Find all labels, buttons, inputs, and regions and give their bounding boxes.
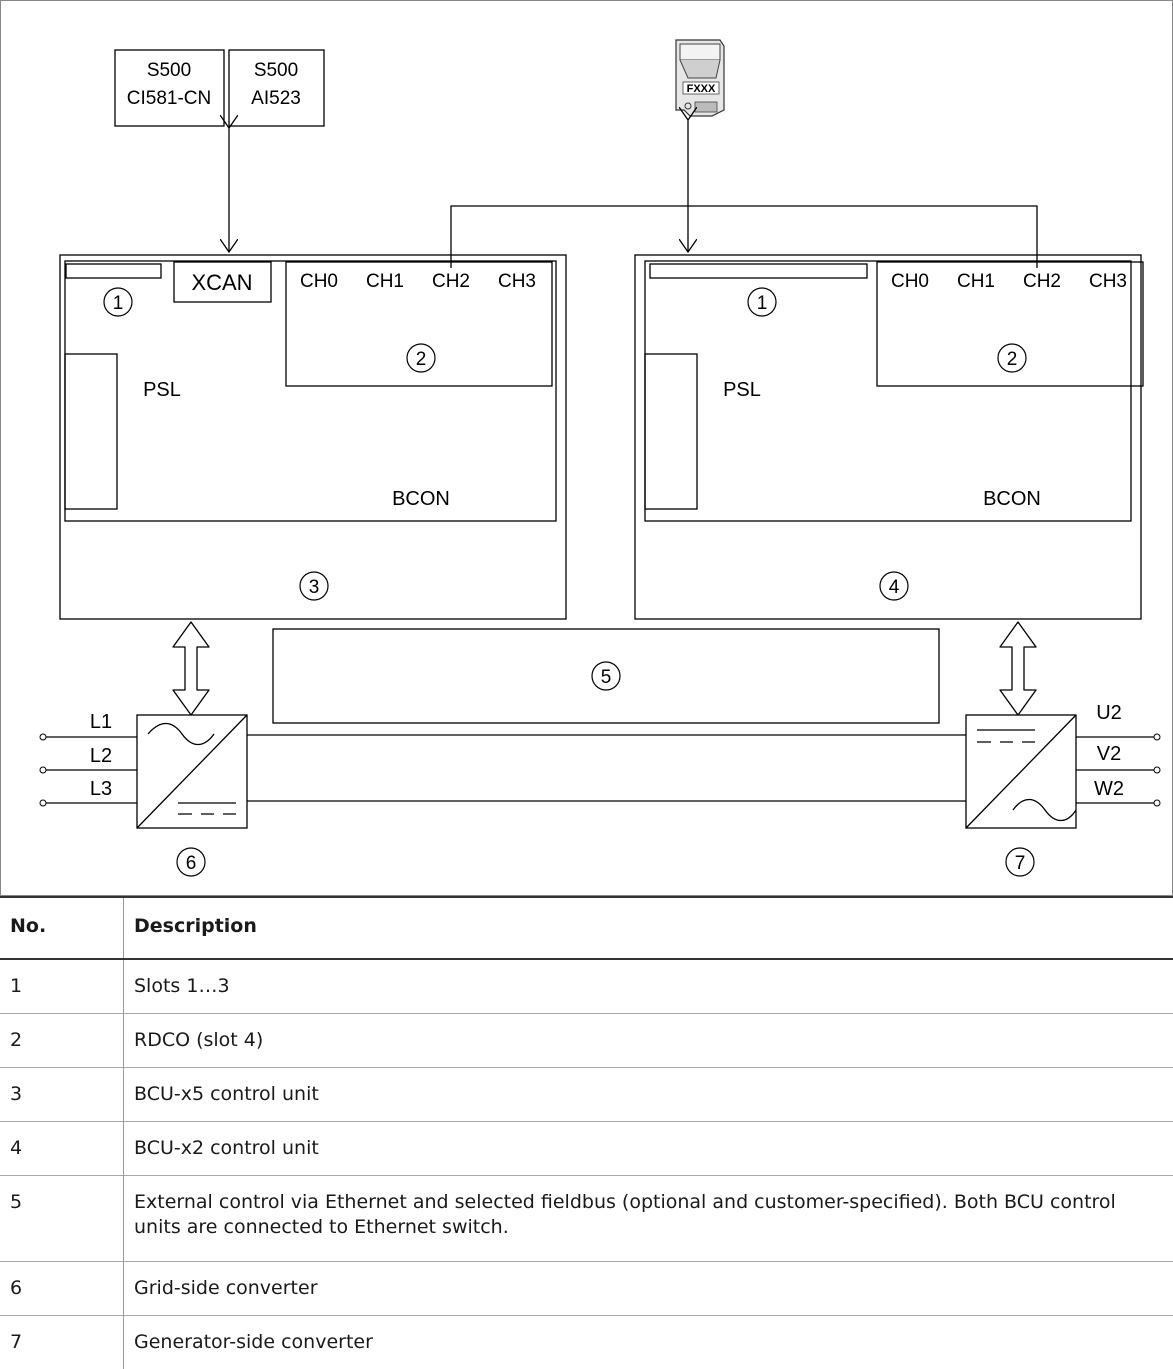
s500-module-ai523: S500 AI523 bbox=[229, 50, 324, 126]
phase-label: L2 bbox=[90, 745, 112, 767]
row-description: RDCO (slot 4) bbox=[124, 1013, 1173, 1067]
phase-label: V2 bbox=[1097, 743, 1121, 765]
column-header-no: No. bbox=[0, 897, 124, 959]
svg-text:3: 3 bbox=[309, 577, 320, 598]
channel-label: CH2 bbox=[1023, 271, 1061, 292]
phase-label: L1 bbox=[90, 711, 112, 733]
svg-text:7: 7 bbox=[1015, 853, 1026, 874]
callout-6: 6 bbox=[177, 848, 205, 876]
callout-2-left: 2 bbox=[407, 344, 435, 372]
callout-1-left: 1 bbox=[104, 288, 132, 316]
row-number: 4 bbox=[0, 1121, 124, 1175]
channel-label: CH3 bbox=[498, 271, 536, 292]
slots-bar bbox=[650, 264, 867, 278]
ac-symbol-icon bbox=[148, 724, 214, 745]
psl-label: PSL bbox=[143, 379, 181, 401]
channel-label: CH3 bbox=[1089, 271, 1127, 292]
generator-phase-lines: U2 V2 W2 bbox=[1076, 702, 1160, 806]
psl-label: PSL bbox=[723, 379, 761, 401]
psl-box bbox=[645, 354, 697, 509]
channel-label: CH1 bbox=[957, 271, 995, 292]
generator-side-converter bbox=[966, 715, 1076, 828]
svg-text:2: 2 bbox=[416, 349, 427, 370]
module-line2: AI523 bbox=[251, 88, 301, 109]
row-number: 3 bbox=[0, 1067, 124, 1121]
left-unit-converter-arrow bbox=[173, 622, 209, 715]
row-description: Slots 1…3 bbox=[124, 959, 1173, 1013]
ch2-link-line bbox=[451, 206, 1037, 268]
psl-box bbox=[65, 354, 117, 509]
grid-side-converter bbox=[137, 715, 247, 828]
row-description: BCU-x5 control unit bbox=[124, 1067, 1173, 1121]
channel-label: CH0 bbox=[300, 271, 338, 292]
row-number: 2 bbox=[0, 1013, 124, 1067]
svg-text:4: 4 bbox=[889, 577, 900, 598]
fieldbus-adapter-icon: FXXX bbox=[676, 40, 724, 116]
adapter-label: FXXX bbox=[687, 83, 716, 95]
module-line1: S500 bbox=[254, 60, 298, 81]
table-row: 2 RDCO (slot 4) bbox=[0, 1013, 1173, 1067]
s500-module-ci581: S500 CI581-CN bbox=[115, 50, 224, 126]
module-line1: S500 bbox=[147, 60, 191, 81]
svg-text:1: 1 bbox=[757, 293, 768, 314]
figure-frame bbox=[1, 1, 1173, 896]
row-number: 6 bbox=[0, 1261, 124, 1315]
table-row: 3 BCU-x5 control unit bbox=[0, 1067, 1173, 1121]
table-row: 5 External control via Ethernet and sele… bbox=[0, 1175, 1173, 1261]
phase-label: L3 bbox=[90, 778, 112, 800]
right-unit-converter-arrow bbox=[1000, 622, 1036, 715]
table-header-row: No. Description bbox=[0, 897, 1173, 959]
callout-5: 5 bbox=[592, 662, 620, 690]
ac-symbol-icon bbox=[1013, 800, 1076, 821]
svg-text:2: 2 bbox=[1007, 349, 1018, 370]
row-description: External control via Ethernet and select… bbox=[124, 1175, 1173, 1261]
phase-label: U2 bbox=[1096, 702, 1122, 724]
row-description: Grid-side converter bbox=[124, 1261, 1173, 1315]
svg-text:1: 1 bbox=[113, 293, 124, 314]
callout-3: 3 bbox=[300, 572, 328, 600]
channel-label: CH1 bbox=[366, 271, 404, 292]
callout-4: 4 bbox=[880, 572, 908, 600]
control-unit-left: XCAN CH0 CH1 CH2 CH3 PSL BCON bbox=[60, 255, 566, 619]
callout-2-right: 2 bbox=[998, 344, 1026, 372]
callout-1-right: 1 bbox=[748, 288, 776, 316]
column-header-description: Description bbox=[124, 897, 1173, 959]
channel-label: CH2 bbox=[432, 271, 470, 292]
xcan-label: XCAN bbox=[191, 270, 252, 295]
phase-label: W2 bbox=[1094, 778, 1124, 800]
channel-label: CH0 bbox=[891, 271, 929, 292]
row-description: BCU-x2 control unit bbox=[124, 1121, 1173, 1175]
row-number: 1 bbox=[0, 959, 124, 1013]
system-diagram: S500 CI581-CN S500 AI523 FXXX XCAN CH0 C… bbox=[0, 0, 1173, 896]
svg-text:6: 6 bbox=[186, 853, 197, 874]
table-row: 6 Grid-side converter bbox=[0, 1261, 1173, 1315]
grid-phase-lines: L1 L2 L3 bbox=[40, 711, 137, 806]
svg-text:5: 5 bbox=[601, 667, 612, 688]
control-unit-right: CH0 CH1 CH2 CH3 PSL BCON bbox=[635, 255, 1143, 619]
table-row: 1 Slots 1…3 bbox=[0, 959, 1173, 1013]
legend-table: No. Description 1 Slots 1…3 2 RDCO (slot… bbox=[0, 896, 1173, 1369]
module-line2: CI581-CN bbox=[127, 88, 211, 109]
row-number: 5 bbox=[0, 1175, 124, 1261]
slots-bar bbox=[66, 264, 161, 278]
table-row: 4 BCU-x2 control unit bbox=[0, 1121, 1173, 1175]
bcon-label: BCON bbox=[392, 488, 450, 510]
bcon-label: BCON bbox=[983, 488, 1041, 510]
callout-7: 7 bbox=[1006, 848, 1034, 876]
